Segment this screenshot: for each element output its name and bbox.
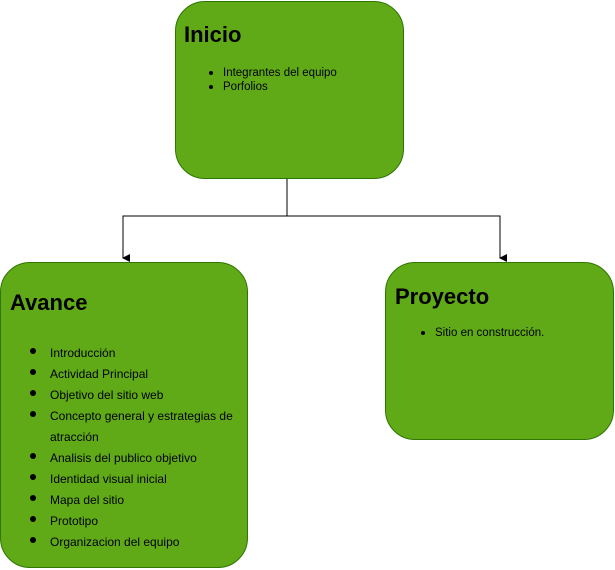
list-item: Introducción <box>30 343 242 364</box>
list-item: Actividad Principal <box>30 364 242 385</box>
list-item: Integrantes del equipo <box>209 66 389 80</box>
list-item: Mapa del sitio <box>30 490 242 511</box>
connector-inicio-proyecto <box>287 215 507 262</box>
list-item: Concepto general y estrategias de atracc… <box>30 406 242 448</box>
node-inicio-title: Inicio <box>184 22 242 47</box>
node-proyecto-title: Proyecto <box>395 284 490 309</box>
node-avance-title: Avance <box>10 290 88 315</box>
node-proyecto[interactable]: Proyecto Sitio en construcción. <box>385 262 614 440</box>
list-item: Porfolios <box>209 80 389 94</box>
node-proyecto-list: Sitio en construcción. <box>421 326 601 340</box>
connector-inicio-avance <box>122 173 288 262</box>
node-avance[interactable]: Avance Introducción Actividad Principal … <box>0 262 248 568</box>
node-inicio[interactable]: Inicio Integrantes del equipo Porfolios <box>175 1 404 179</box>
list-item: Identidad visual inicial <box>30 469 242 490</box>
list-item: Sitio en construcción. <box>421 326 601 340</box>
list-item: Prototipo <box>30 511 242 532</box>
list-item: Organizacion del equipo <box>30 532 242 553</box>
node-avance-list: Introducción Actividad Principal Objetiv… <box>30 343 242 553</box>
node-inicio-list: Integrantes del equipo Porfolios <box>209 66 389 94</box>
list-item: Objetivo del sitio web <box>30 385 242 406</box>
list-item: Analisis del publico objetivo <box>30 448 242 469</box>
